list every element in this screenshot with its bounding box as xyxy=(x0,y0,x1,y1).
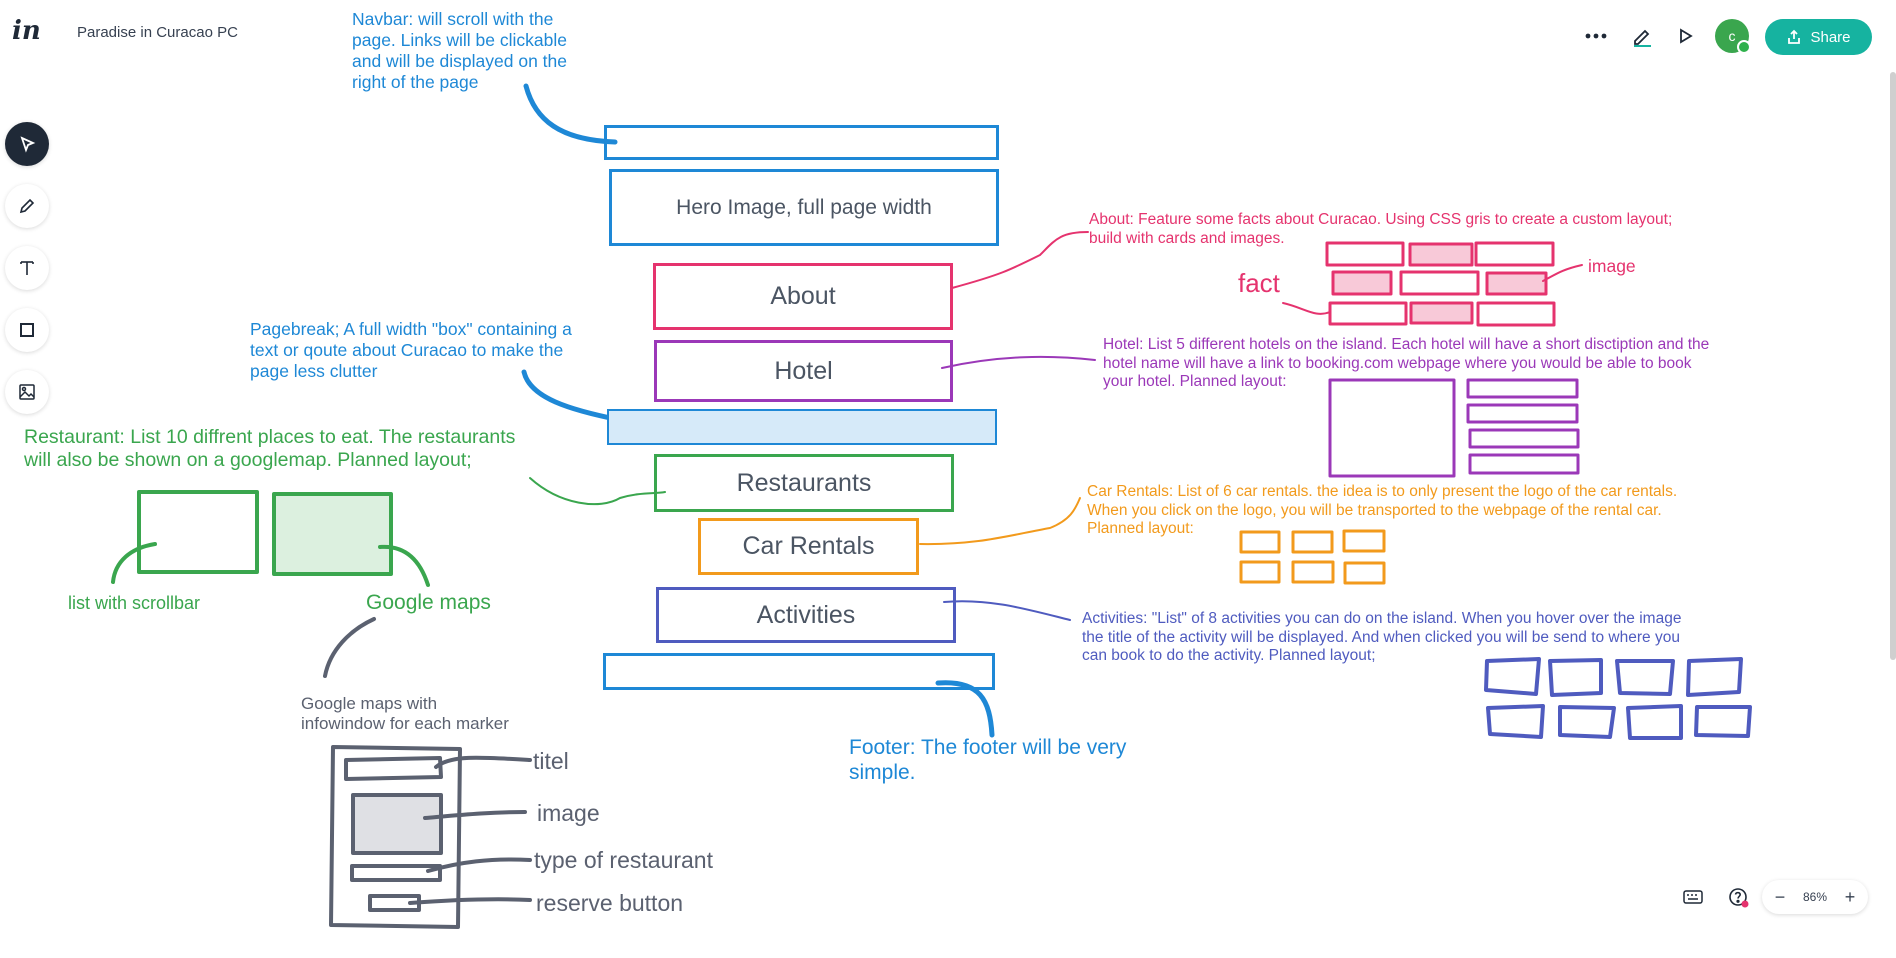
reserve-button-label[interactable]: reserve button xyxy=(536,890,684,916)
restaurant-note[interactable]: Restaurant: List 10 diffrent places to e… xyxy=(24,426,516,472)
hotel-layout-sketch xyxy=(1328,378,1580,478)
avatar-initial: c xyxy=(1728,28,1736,44)
activities-sketch xyxy=(1484,657,1752,740)
hotel-note[interactable]: Hotel: List 5 different hotels on the is… xyxy=(1103,336,1710,391)
image-label[interactable]: image xyxy=(537,800,600,826)
fact-connector xyxy=(1282,302,1331,315)
car-rentals-label: Car Rentals xyxy=(742,532,875,560)
preview-button[interactable] xyxy=(1669,20,1701,52)
footer-note[interactable]: Footer: The footer will be very simple. xyxy=(849,736,1127,785)
navbar-box[interactable] xyxy=(604,125,999,160)
car-rentals-box[interactable]: Car Rentals xyxy=(698,518,919,575)
about-box[interactable]: About xyxy=(653,263,953,330)
about-connector xyxy=(951,231,1089,289)
restaurants-box[interactable]: Restaurants xyxy=(654,454,954,512)
image-tool[interactable] xyxy=(5,370,49,414)
select-tool[interactable] xyxy=(5,122,49,166)
about-grid-sketch xyxy=(1325,241,1556,327)
car-connector xyxy=(919,497,1081,546)
keyboard-shortcuts-button[interactable] xyxy=(1680,884,1706,910)
type-of-restaurant-label[interactable]: type of restaurant xyxy=(534,847,713,873)
rectangle-icon xyxy=(20,323,34,337)
pen-icon xyxy=(19,198,35,214)
share-icon xyxy=(1788,29,1801,44)
zoom-in-button[interactable]: + xyxy=(1844,886,1856,907)
cursor-arrow-icon xyxy=(20,136,36,153)
type-line-connector xyxy=(426,857,532,873)
zoom-control: − 86% + xyxy=(1762,880,1868,914)
restaurants-label: Restaurants xyxy=(736,468,872,497)
pagebreak-connector xyxy=(521,369,623,423)
pagebreak-box[interactable] xyxy=(607,409,997,445)
zoom-out-button[interactable]: − xyxy=(1774,886,1786,907)
pencil-icon xyxy=(1634,29,1651,47)
pen-tool[interactable] xyxy=(5,184,49,228)
zoom-level: 86% xyxy=(1802,890,1828,904)
reserve-line-connector xyxy=(408,897,532,905)
vertical-scrollbar[interactable] xyxy=(1890,72,1896,660)
infowindow-note[interactable]: Google maps with infowindow for each mar… xyxy=(301,694,509,734)
image-connector xyxy=(1542,264,1583,282)
footer-connector xyxy=(935,680,995,738)
navbar-connector xyxy=(523,83,618,145)
about-label: About xyxy=(770,282,836,310)
pagebreak-note[interactable]: Pagebreak; A full width "box" containing… xyxy=(250,319,572,381)
app-logo[interactable]: in xyxy=(12,16,41,46)
more-button[interactable] xyxy=(1580,20,1612,52)
about-image-label[interactable]: image xyxy=(1588,256,1636,276)
restaurants-connector xyxy=(529,477,666,506)
list-scrollbar-label[interactable]: list with scrollbar xyxy=(68,593,201,613)
fact-label[interactable]: fact xyxy=(1238,268,1280,298)
user-avatar[interactable]: c xyxy=(1715,19,1751,54)
navbar-note[interactable]: Navbar: will scroll with the page. Links… xyxy=(352,9,568,92)
keyboard-icon xyxy=(1683,890,1703,904)
google-maps-label[interactable]: Google maps xyxy=(366,591,491,614)
maps-gray-connector xyxy=(323,617,376,678)
help-button[interactable] xyxy=(1725,884,1751,910)
rectangle-tool[interactable] xyxy=(5,308,49,352)
top-bar: in Paradise in Curacao PC c Share xyxy=(0,0,1896,72)
online-status-dot xyxy=(1737,40,1751,54)
image-line-connector xyxy=(423,810,527,820)
hotel-label: Hotel xyxy=(774,356,833,385)
about-note[interactable]: About: Feature some facts about Curacao.… xyxy=(1089,211,1673,247)
play-icon xyxy=(1680,28,1693,44)
activities-note[interactable]: Activities: "List" of 8 activities you c… xyxy=(1082,610,1682,665)
edit-button[interactable] xyxy=(1626,20,1658,52)
car-rentals-sketch xyxy=(1239,529,1386,585)
activities-label: Activities xyxy=(756,600,856,629)
hotel-box[interactable]: Hotel xyxy=(654,340,953,402)
activities-connector xyxy=(943,600,1071,621)
hero-label: Hero Image, full page width xyxy=(676,195,932,219)
more-horizontal-icon xyxy=(1585,33,1607,39)
left-toolbar xyxy=(5,122,49,432)
hero-box[interactable]: Hero Image, full page width xyxy=(609,169,999,246)
share-label: Share xyxy=(1810,28,1851,46)
activities-box[interactable]: Activities xyxy=(656,587,956,643)
document-title[interactable]: Paradise in Curacao PC xyxy=(77,24,238,41)
help-icon xyxy=(1729,888,1749,908)
text-tool[interactable] xyxy=(5,246,49,290)
restaurant-layout-sketch xyxy=(137,490,393,576)
image-icon xyxy=(19,384,35,400)
text-icon xyxy=(20,261,34,275)
titel-label[interactable]: titel xyxy=(533,748,569,774)
list-connector xyxy=(111,542,157,584)
car-rentals-note[interactable]: Car Rentals: List of 6 car rentals. the … xyxy=(1087,483,1678,538)
maps-connector xyxy=(378,544,430,587)
titel-connector xyxy=(434,755,532,769)
hotel-connector xyxy=(941,355,1096,369)
share-button[interactable]: Share xyxy=(1765,19,1872,55)
footer-box[interactable] xyxy=(603,653,995,690)
